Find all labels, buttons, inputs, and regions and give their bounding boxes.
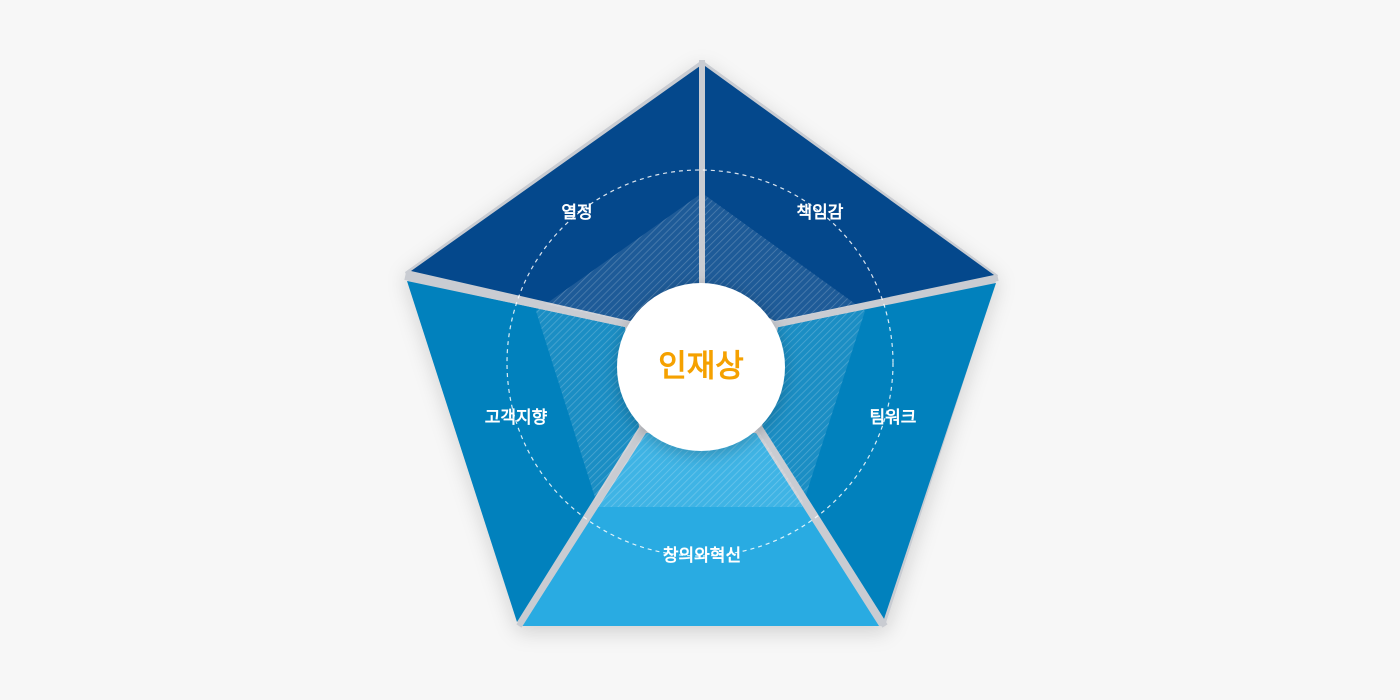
label-creativity-innovation: 창의와혁신 bbox=[663, 545, 741, 566]
segment-creativity-innovation bbox=[522, 433, 879, 626]
center-title: 인재상 bbox=[658, 349, 744, 385]
label-responsibility: 책임감 bbox=[797, 202, 844, 223]
label-customer-orientation: 고객지향 bbox=[485, 407, 548, 428]
center-circle bbox=[617, 283, 785, 451]
label-teamwork: 팀워크 bbox=[870, 408, 917, 428]
divider-bottom-right bbox=[755, 423, 888, 628]
divider-bottom-left bbox=[516, 423, 649, 628]
dashed-ring bbox=[506, 169, 894, 557]
divider-left bbox=[404, 274, 635, 329]
label-passion: 열정 bbox=[561, 203, 592, 223]
divider-right bbox=[769, 275, 999, 329]
segment-dividers bbox=[404, 60, 999, 628]
